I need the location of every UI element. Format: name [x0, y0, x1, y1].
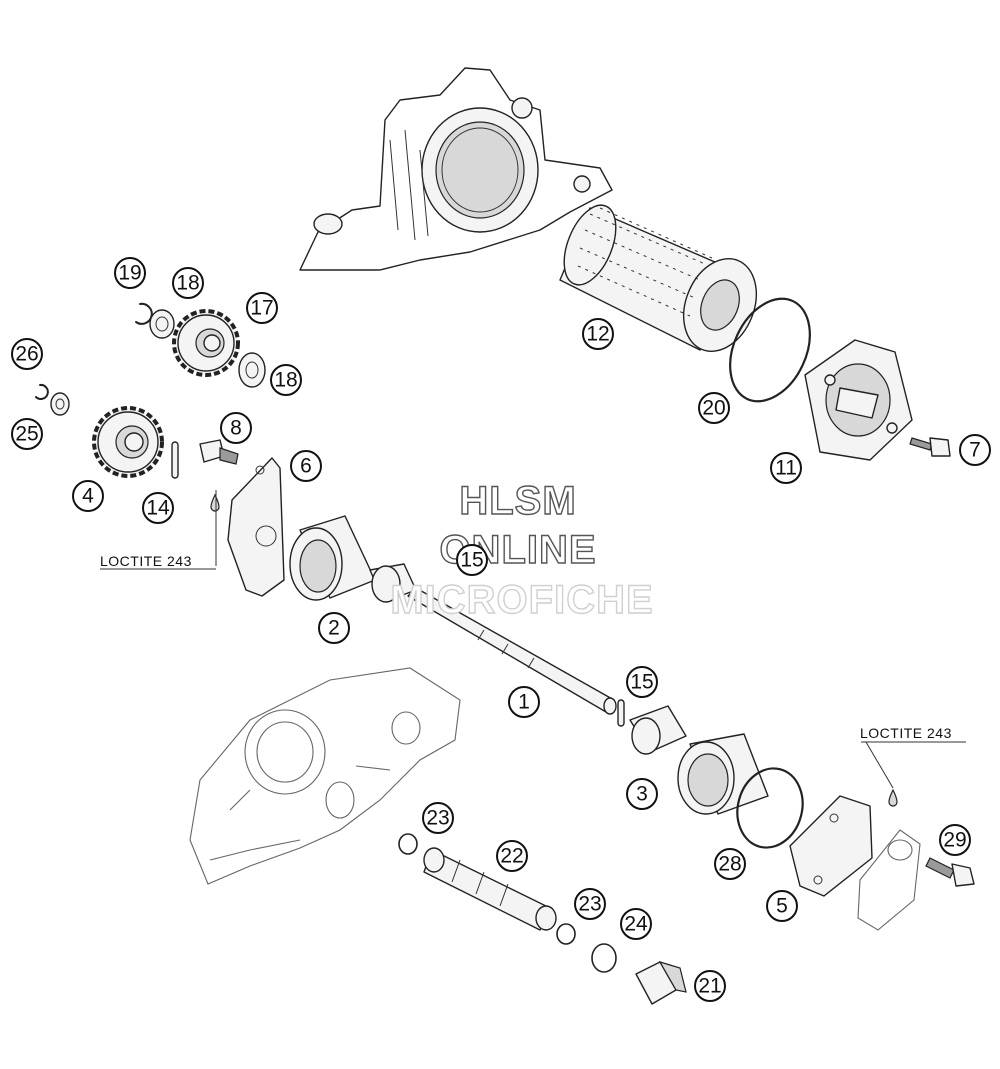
inner-rotor-2 [369, 563, 417, 603]
engine-case-bottom [189, 667, 461, 885]
callout-23-lower: 23 [574, 888, 606, 920]
o-ring-23-upper [398, 833, 418, 855]
washer-18-upper [149, 309, 175, 339]
svg-text:26: 26 [15, 343, 38, 366]
callout-19: 19 [114, 257, 146, 289]
washer-25 [50, 392, 70, 416]
svg-text:22: 22 [500, 845, 523, 868]
callout-22: 22 [496, 840, 528, 872]
loctite-note-left: LOCTITE 243 [100, 553, 192, 569]
bolt-29 [925, 857, 975, 887]
svg-text:25: 25 [15, 423, 38, 446]
svg-text:12: 12 [586, 323, 609, 346]
callout-14: 14 [142, 492, 174, 524]
svg-text:15: 15 [630, 671, 653, 694]
svg-text:15: 15 [460, 549, 483, 572]
watermark-line1: HLSM [459, 479, 576, 523]
pin-14 [171, 441, 179, 479]
screw-8 [199, 439, 239, 465]
circlip-26 [35, 383, 49, 400]
callout-25: 25 [11, 418, 43, 450]
o-ring-23-lower [556, 923, 576, 945]
o-ring-filter-cover [729, 297, 811, 403]
plug-21 [635, 960, 687, 1005]
o-ring-28 [736, 767, 804, 849]
callout-18-lower: 18 [270, 364, 302, 396]
callout-18-upper: 18 [172, 267, 204, 299]
callout-29: 29 [939, 824, 971, 856]
inner-rotor-3 [629, 705, 687, 755]
callout-2: 2 [318, 612, 350, 644]
svg-text:20: 20 [702, 397, 725, 420]
svg-text:14: 14 [146, 497, 170, 520]
relief-valve-22 [423, 847, 557, 931]
oil-filter [559, 204, 757, 352]
loctite-drop-left [210, 493, 220, 512]
callout-21: 21 [694, 970, 726, 1002]
leader-lines [100, 490, 966, 789]
watermark: HLSM ONLINE MICROFICHE [390, 478, 654, 622]
svg-text:11: 11 [775, 457, 797, 480]
loctite-note-right: LOCTITE 243 [860, 725, 952, 741]
circlip-19 [135, 302, 153, 325]
callout-17: 17 [246, 292, 278, 324]
pin-15-lower [617, 699, 625, 727]
callout-1: 1 [508, 686, 540, 718]
loctite-drop-right [888, 788, 898, 807]
callout-23-upper: 23 [422, 802, 454, 834]
svg-text:23: 23 [426, 807, 449, 830]
callout-6: 6 [290, 450, 322, 482]
svg-text:6: 6 [300, 455, 312, 478]
svg-text:1: 1 [518, 691, 530, 714]
callout-3: 3 [626, 778, 658, 810]
svg-text:19: 19 [118, 262, 141, 285]
bolt-7 [909, 437, 951, 457]
svg-text:5: 5 [776, 895, 788, 918]
callout-15-upper: 15 [456, 544, 488, 576]
callout-20: 20 [698, 392, 730, 424]
svg-text:24: 24 [624, 913, 648, 936]
gasket-6 [227, 457, 285, 597]
pump-shaft [407, 587, 617, 715]
svg-text:7: 7 [969, 439, 981, 462]
svg-text:8: 8 [230, 417, 242, 440]
callout-12: 12 [582, 318, 614, 350]
callout-4: 4 [72, 480, 104, 512]
pump-cover-5 [789, 795, 873, 897]
callout-28: 28 [714, 848, 746, 880]
svg-text:17: 17 [250, 297, 273, 320]
washer-18-lower [238, 352, 266, 388]
callout-8: 8 [220, 412, 252, 444]
callout-5: 5 [766, 890, 798, 922]
svg-text:2: 2 [328, 617, 340, 640]
svg-text:28: 28 [718, 853, 741, 876]
svg-text:4: 4 [82, 485, 94, 508]
o-ring-24 [591, 943, 617, 973]
svg-text:18: 18 [176, 272, 199, 295]
callout-26: 26 [11, 338, 43, 370]
gear-4 [92, 406, 164, 478]
svg-text:3: 3 [636, 783, 648, 806]
oil-pump-rotor-3 [677, 733, 769, 815]
svg-text:21: 21 [698, 975, 721, 998]
callouts: 19 18 17 18 26 25 8 6 4 14 15 2 12 20 11… [11, 257, 991, 1002]
engine-case-top [299, 67, 613, 271]
gear-17 [172, 309, 240, 377]
oil-filter-cover [804, 339, 913, 461]
svg-text:23: 23 [578, 893, 601, 916]
callout-11: 11 [770, 452, 802, 484]
svg-text:29: 29 [943, 829, 966, 852]
callout-24: 24 [620, 908, 652, 940]
callout-7: 7 [959, 434, 991, 466]
ghost-bracket [857, 829, 921, 931]
svg-text:18: 18 [274, 369, 297, 392]
callout-15-lower: 15 [626, 666, 658, 698]
oil-pump-rotor-2 [289, 515, 376, 601]
watermark-line3: MICROFICHE [390, 578, 653, 622]
